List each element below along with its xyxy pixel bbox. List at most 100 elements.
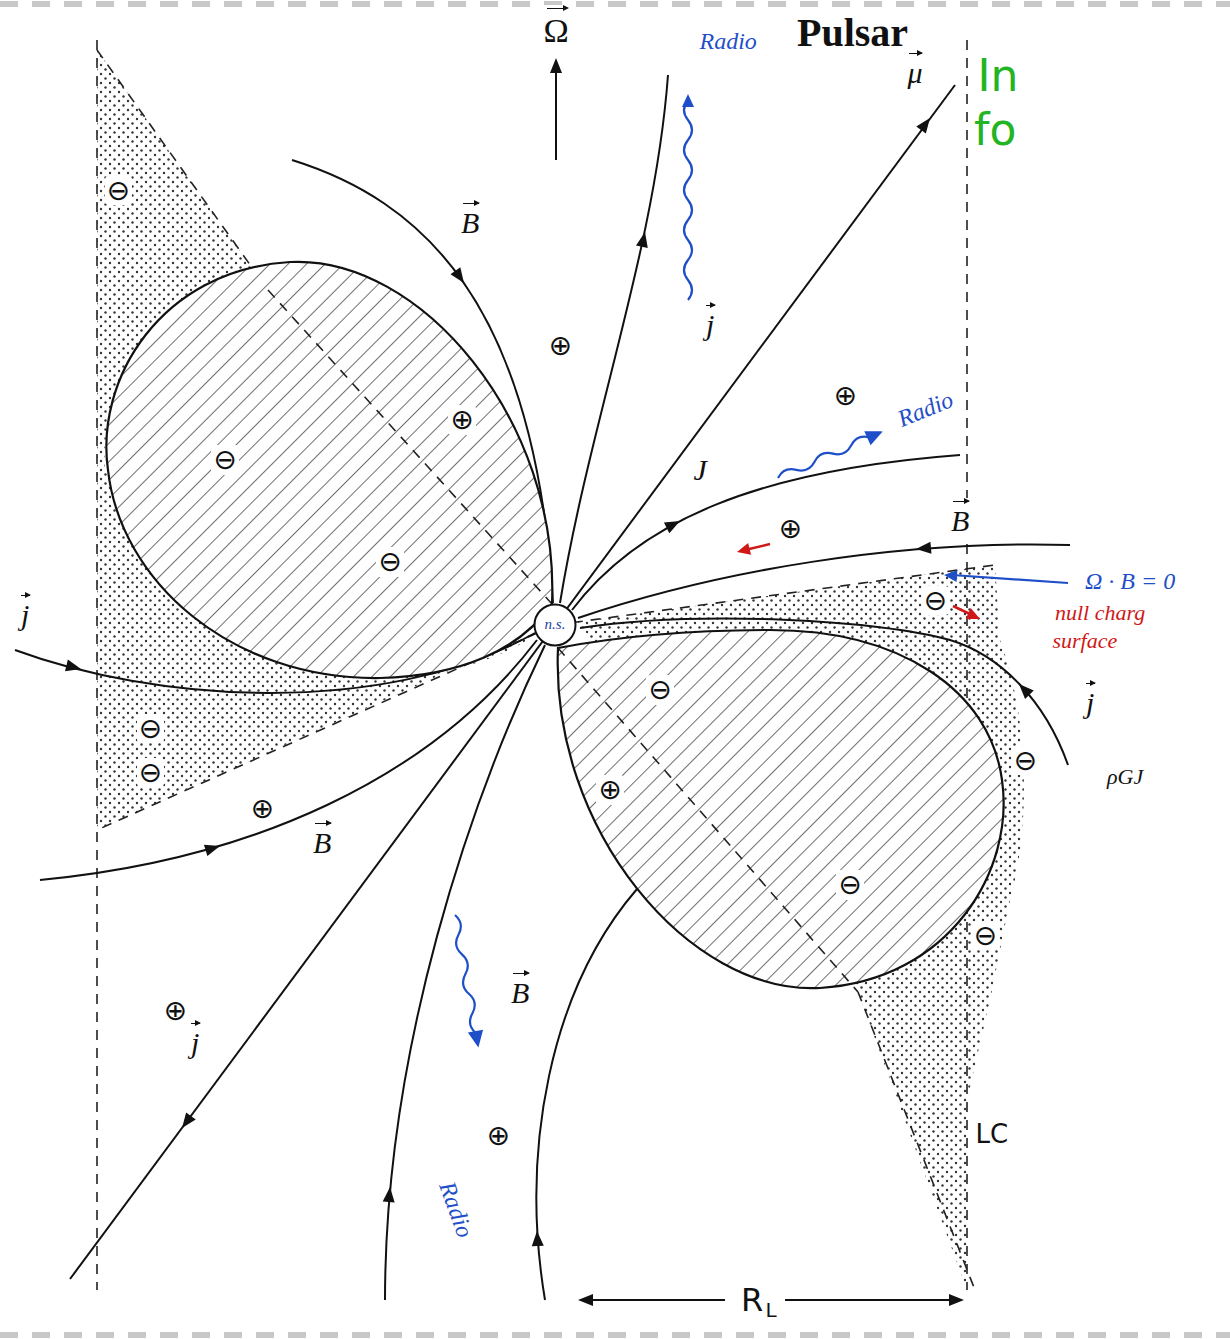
field-line	[40, 640, 537, 880]
lobe-hatch	[558, 630, 1004, 988]
charge-sign: ⊕	[777, 514, 804, 543]
star-label: n.s.	[545, 616, 566, 633]
arrowhead	[866, 427, 883, 443]
frame-line	[0, 1332, 1230, 1338]
arrowhead	[450, 267, 468, 286]
dimension-label: R	[739, 1282, 765, 1319]
emission-label: Radio	[698, 28, 759, 56]
charge-sign: ⊖	[836, 870, 863, 899]
lobe-outline	[98, 252, 564, 687]
arrowhead	[470, 1031, 484, 1046]
vector-symbol: B	[509, 970, 531, 1011]
vector-symbol: Ω	[542, 5, 571, 50]
annotation: null charg	[1053, 600, 1147, 625]
dashed-line	[558, 648, 858, 992]
field-line	[572, 455, 960, 610]
equation-label: Ω · B = 0	[1083, 568, 1177, 596]
slide-title: Pulsar	[795, 10, 910, 56]
vector-symbol: B	[311, 820, 333, 861]
leader-line	[952, 575, 1068, 583]
arrowhead	[966, 608, 983, 624]
annotation: surface	[1051, 628, 1120, 653]
lobe-outline-path	[558, 630, 1004, 988]
current-symbol: J	[692, 453, 709, 488]
arrowhead	[531, 1231, 544, 1247]
lobe-hatch	[106, 262, 552, 678]
charge-sign: ⊕	[596, 775, 623, 804]
arrowheads	[65, 58, 1034, 1306]
charge-sign: ⊖	[646, 675, 673, 704]
dashed-line	[858, 992, 975, 1290]
vector-symbol: j	[19, 592, 31, 633]
arrowhead	[177, 1112, 196, 1131]
charge-sign: ⊖	[211, 445, 238, 474]
charge-sign: ⊕	[162, 996, 189, 1025]
light-cylinder	[96, 40, 98, 1290]
arrowhead	[578, 1294, 593, 1306]
field-lines	[15, 62, 1070, 1300]
light-cylinder	[966, 40, 968, 1290]
charge-sign: ⊖	[922, 586, 949, 615]
charge-sign: ⊕	[832, 381, 859, 410]
vector-symbol: j	[189, 1020, 201, 1061]
radio-wave	[449, 914, 484, 1046]
charge-flow-arrows	[745, 544, 972, 615]
field-line	[578, 544, 1070, 618]
dimension-line	[585, 1299, 725, 1301]
vector-symbol: j	[704, 302, 716, 343]
arrowhead	[1015, 680, 1034, 699]
charge-sign: ⊕	[547, 331, 574, 360]
region-label: LC	[974, 1120, 1011, 1150]
field-line	[537, 889, 637, 1300]
charge-sign: ⊕	[485, 1121, 512, 1150]
heading-fragment: In	[976, 51, 1021, 102]
charge-sign: ⊖	[1012, 746, 1039, 775]
density-symbol: ρGJ	[1105, 764, 1145, 789]
arrowhead	[664, 516, 683, 534]
charge-sign: ⊖	[105, 176, 132, 205]
lobe-ground	[558, 630, 1004, 988]
vector-symbol: B	[459, 200, 481, 241]
arrowhead	[636, 231, 651, 248]
heading-fragment: fo	[972, 105, 1018, 156]
arrowhead	[550, 58, 562, 73]
radio-wave	[776, 427, 883, 484]
lobe-outline	[545, 622, 1015, 1000]
arrowhead	[915, 542, 931, 555]
arrowhead	[383, 1186, 396, 1202]
emission-label: Radio	[892, 386, 959, 435]
charge-sign: ⊕	[249, 794, 276, 823]
radio-wave	[684, 100, 692, 300]
arrowhead	[736, 543, 752, 558]
charge-sign: ⊖	[137, 758, 164, 787]
neutron-star-circle	[535, 605, 576, 646]
vector-symbol: μ	[906, 50, 925, 91]
arrowhead	[65, 660, 82, 675]
radio-wave	[776, 434, 871, 482]
field-line	[385, 645, 545, 1300]
dotted-regions	[97, 50, 1024, 1290]
dimension-line	[785, 1299, 958, 1301]
arrowhead	[204, 840, 222, 856]
null-surface-line	[555, 565, 995, 625]
field-line	[560, 75, 668, 603]
emission-label: Radio	[432, 1176, 479, 1243]
charge-sign: ⊖	[376, 547, 403, 576]
vector-symbol: j	[1084, 680, 1096, 721]
frame-line	[0, 1, 1230, 7]
lobe-outline-path	[106, 262, 552, 678]
hatched-lobe: ⊖ ⊕ ⊖	[545, 622, 1015, 1000]
dashed-line	[268, 290, 552, 604]
dashed-line	[97, 50, 268, 290]
slide-frame	[0, 4, 1230, 1335]
hatched-lobe: ⊖ ⊕ ⊖	[98, 252, 564, 687]
charge-sign: ⊖	[137, 714, 164, 743]
dimension-label: L	[764, 1299, 779, 1322]
charge-sign: ⊕	[448, 405, 475, 434]
charge-sign: ⊖	[972, 921, 999, 950]
radio-wave	[451, 914, 480, 1034]
arrowhead	[949, 1294, 964, 1306]
neutron-star: n.s.	[533, 603, 577, 647]
